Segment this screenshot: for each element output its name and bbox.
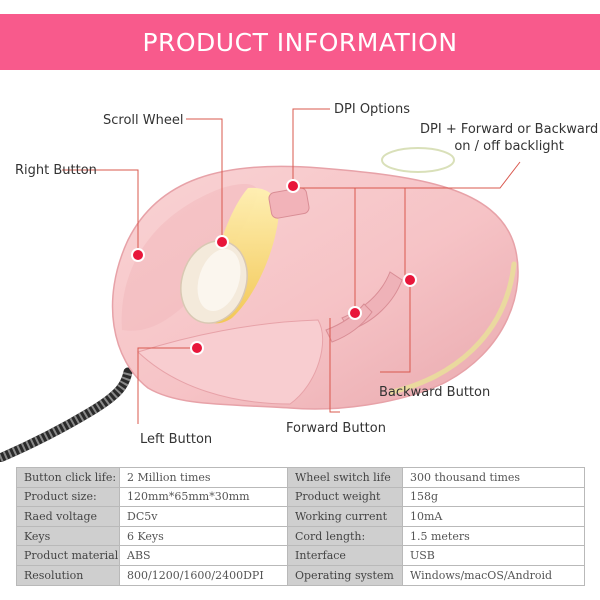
spec-key: Keys — [16, 525, 120, 547]
spec-key: Product material — [16, 545, 120, 566]
spec-key: Cord length: — [287, 525, 403, 547]
forward-button-label: Forward Button — [286, 421, 386, 436]
spec-value: 120mm*65mm*30mm — [119, 486, 288, 508]
header-banner: PRODUCT INFORMATION — [0, 14, 600, 70]
mouse-illustration — [0, 108, 521, 463]
usb-cable — [0, 367, 133, 463]
scroll-wheel-label: Scroll Wheel — [103, 113, 184, 128]
spec-value: 6 Keys — [119, 525, 288, 547]
dpi-combo-line1: DPI + Forward or Backward — [420, 122, 599, 137]
spec-value: ABS — [119, 545, 288, 566]
spec-value: DC5v — [119, 506, 288, 527]
table-row: Raed voltage DC5v Working current 10mA — [16, 506, 585, 527]
table-row: Product size: 120mm*65mm*30mm Product we… — [16, 486, 585, 508]
spec-value: Windows/macOS/Android — [402, 564, 585, 586]
left-button-label: Left Button — [140, 432, 213, 447]
mouse-body — [111, 147, 519, 410]
spec-value: 2 Million times — [119, 467, 288, 488]
spec-key: Resolution — [16, 564, 120, 586]
right-button-label: Right Button — [15, 163, 97, 178]
dpi-combo-line2: on / off backlight — [454, 139, 564, 154]
spec-key: Raed voltage — [16, 506, 120, 527]
product-diagram: Scroll Wheel DPI Options DPI + Forward o… — [0, 80, 600, 463]
dpi-options-label: DPI Options — [334, 102, 410, 117]
dpi-combo-label: DPI + Forward or Backward on / off backl… — [420, 121, 598, 155]
spec-key: Operating system — [287, 564, 403, 586]
spec-key: Interface — [287, 545, 403, 566]
specifications-table: Button click life: 2 Million times Wheel… — [16, 467, 585, 586]
spec-key: Wheel switch life — [287, 467, 403, 488]
spec-value: 158g — [402, 486, 585, 508]
callout-markers — [131, 179, 417, 355]
table-row: Resolution 800/1200/1600/2400DPI Operati… — [16, 564, 585, 586]
spec-value: 800/1200/1600/2400DPI — [119, 564, 288, 586]
spec-value: 10mA — [402, 506, 585, 527]
table-row: Button click life: 2 Million times Wheel… — [16, 467, 585, 488]
callout-leaders — [62, 108, 521, 424]
backward-button-label: Backward Button — [379, 385, 491, 400]
table-row: Keys 6 Keys Cord length: 1.5 meters — [16, 525, 585, 547]
table-row: Product material ABS Interface USB — [16, 545, 585, 566]
spec-value: 1.5 meters — [402, 525, 585, 547]
spec-value: USB — [402, 545, 585, 566]
spec-value: 300 thousand times — [402, 467, 585, 488]
spec-key: Button click life: — [16, 467, 120, 488]
page-title: PRODUCT INFORMATION — [142, 27, 458, 57]
spec-key: Product size: — [16, 486, 120, 508]
spec-key: Product weight — [287, 486, 403, 508]
spec-key: Working current — [287, 506, 403, 527]
